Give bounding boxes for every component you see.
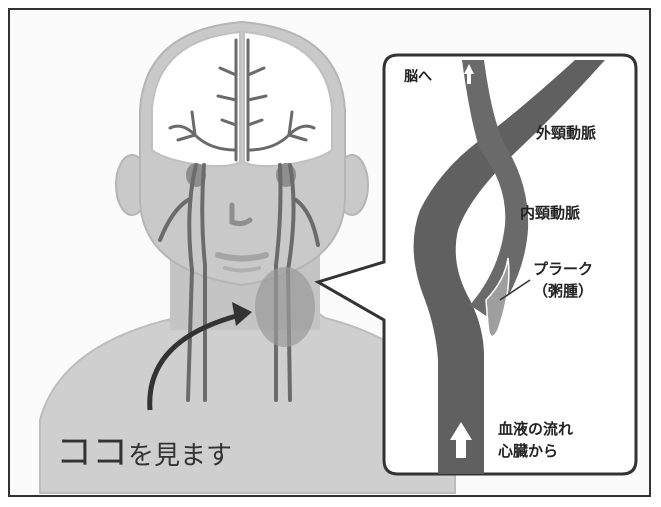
label-to-brain: 脳へ (404, 66, 432, 86)
label-from-heart: 心臓から (498, 440, 558, 461)
caption-emphasis: ココ (56, 432, 128, 473)
label-internal-carotid: 内頸動脈 (520, 202, 580, 223)
label-plaque-note: （粥腫） (533, 280, 593, 301)
label-external-carotid: 外頸動脈 (536, 122, 596, 143)
label-plaque: プラーク (533, 258, 593, 279)
mouth (218, 255, 266, 259)
label-blood-flow: 血液の流れ (498, 418, 573, 439)
carotid-highlight (255, 267, 315, 347)
caption: ココを見ます (56, 423, 232, 475)
caption-text: を見ます (128, 441, 232, 471)
